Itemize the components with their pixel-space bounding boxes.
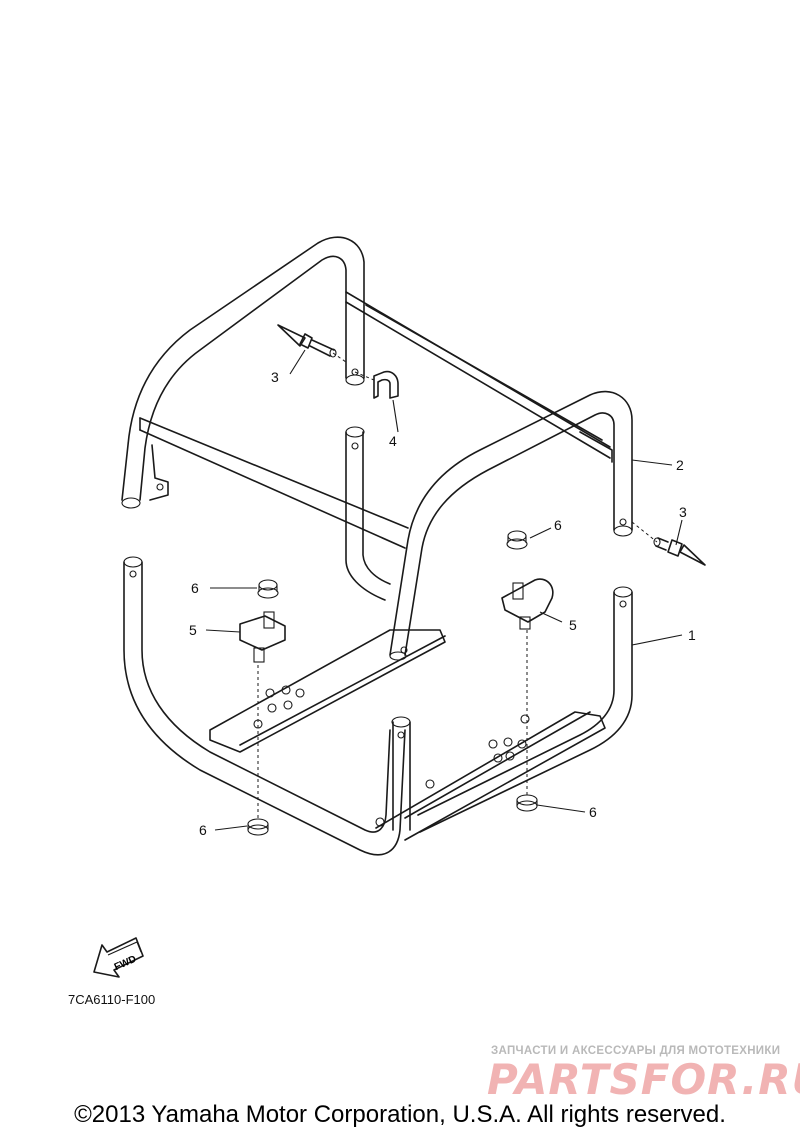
callout-6-right-top: 6: [554, 517, 562, 533]
watermark-tagline: ЗАПЧАСТИ И АКСЕССУАРЫ ДЛЯ МОТОТЕХНИКИ: [491, 1045, 781, 1057]
callout-1: 1: [688, 627, 696, 643]
callout-3-left: 3: [271, 369, 279, 385]
rivet-left: [277, 324, 337, 358]
rivet-right: [653, 537, 706, 566]
copyright-notice: ©2013 Yamaha Motor Corporation, U.S.A. A…: [74, 1101, 726, 1128]
callout-5-left: 5: [189, 622, 197, 638]
callout-4: 4: [389, 433, 397, 449]
lower-frame: [123, 426, 633, 856]
alignment-lines: [257, 352, 658, 820]
callout-6-bottom-right: 6: [589, 804, 597, 820]
nut-right-top: [506, 530, 528, 550]
callout-5-right: 5: [569, 617, 577, 633]
callout-2: 2: [676, 457, 684, 473]
callout-6-left-top: 6: [191, 580, 199, 596]
nut-bottom-right: [516, 794, 538, 812]
callout-3-right: 3: [679, 504, 687, 520]
part-number: 7CA6110-F100: [68, 992, 156, 1007]
leader-lines: [205, 349, 683, 831]
fwd-label: FWD: [113, 954, 138, 973]
mount-right: [501, 578, 554, 630]
upper-frame: [121, 236, 633, 661]
mount-left: [239, 611, 286, 663]
clip: [373, 370, 399, 399]
callout-6-bottom-left: 6: [199, 822, 207, 838]
watermark-logo: PARTSFOR.RU: [487, 1055, 800, 1104]
nut-bottom-left: [247, 818, 269, 836]
fwd-arrow-icon: FWD: [93, 937, 144, 978]
nut-left-top: [257, 579, 279, 599]
